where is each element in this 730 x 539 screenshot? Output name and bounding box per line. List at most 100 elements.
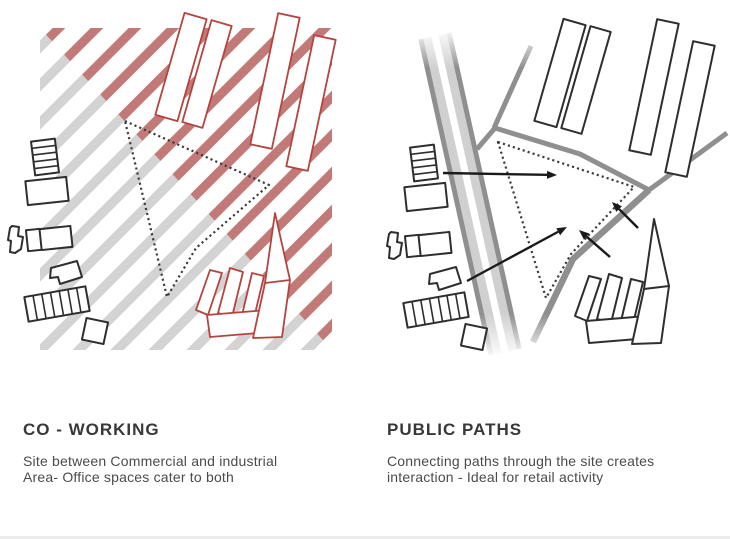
public-paths-site-diagram [386, 17, 729, 356]
building [30, 137, 60, 177]
building-outline [249, 12, 301, 150]
public-paths-title: PUBLIC PATHS [387, 420, 523, 439]
main-road-edge [418, 38, 494, 356]
stripe [262, 280, 332, 350]
arrow-shaft [618, 208, 639, 229]
building [560, 25, 612, 135]
building-outline [417, 230, 453, 258]
building-divider-line [32, 295, 39, 321]
building [386, 231, 403, 260]
building-outline [80, 316, 110, 346]
path-road [491, 44, 534, 130]
arrow-head [546, 170, 557, 179]
arrow-shaft [585, 235, 611, 258]
building-divider-line [58, 290, 65, 316]
arrow-shaft [442, 171, 548, 177]
landmark-buildings-red [154, 11, 337, 339]
building [154, 11, 208, 123]
coworking-desc-line2: Area- Office spaces cater to both [23, 468, 235, 485]
arrow-head [579, 230, 590, 240]
context-buildings [7, 137, 110, 346]
building-outline [409, 143, 439, 183]
access-arrows [442, 170, 639, 283]
context-buildings [386, 143, 489, 352]
building [403, 181, 449, 213]
building [664, 40, 716, 178]
building-floor-line [31, 144, 56, 150]
building [49, 260, 83, 285]
building [409, 143, 439, 183]
building [23, 285, 91, 323]
building-divider-line [419, 299, 426, 325]
building-divider-line [454, 293, 461, 319]
building [417, 230, 453, 258]
path-arrow [442, 170, 557, 179]
building-floor-line [412, 164, 437, 169]
building [7, 225, 24, 254]
building-floor-line [411, 157, 436, 162]
main-road-edge [446, 32, 522, 350]
building-floor-line [33, 158, 58, 163]
building [285, 34, 337, 172]
building-divider-line [428, 298, 435, 324]
building-floor-line [34, 164, 59, 170]
building [38, 224, 74, 252]
landmark-buildings [533, 17, 716, 345]
building-outline [285, 34, 337, 172]
building-divider-line [437, 296, 444, 322]
coworking-title: CO - WORKING [23, 420, 160, 439]
building-outline [533, 17, 587, 129]
building [80, 316, 110, 346]
building-floor-line [32, 151, 57, 156]
path-arrow [579, 230, 611, 258]
building-divider-line [67, 289, 74, 315]
building [631, 218, 670, 345]
building [402, 291, 470, 329]
building [24, 175, 70, 207]
building-outline [560, 25, 612, 135]
building-edge-line [643, 285, 670, 290]
site-boundary-dotted [123, 119, 271, 299]
building-outline [664, 40, 716, 178]
path-road [475, 125, 651, 193]
building-divider-line [40, 293, 47, 319]
public-paths-description: Connecting paths through the site create… [387, 453, 717, 485]
building-divider-line [49, 292, 56, 318]
building-floor-line [413, 170, 438, 176]
building-edge-line [264, 279, 291, 284]
building [628, 18, 680, 156]
building [252, 212, 291, 339]
building-outline [38, 224, 74, 252]
building-outline [154, 11, 208, 123]
stripe [40, 28, 117, 350]
arrow-shaft [466, 230, 559, 283]
building-outline [459, 322, 489, 352]
building-divider-line [75, 287, 82, 313]
building [574, 275, 602, 322]
coworking-desc-line1: Site between Commercial and industrial [23, 453, 278, 469]
path-arrow [466, 227, 567, 283]
building-outline [628, 18, 680, 156]
building-floor-line [410, 150, 435, 156]
stripe [40, 28, 180, 168]
building-outline [23, 285, 91, 323]
arrow-head [612, 202, 622, 212]
diagrams-canvas [7, 11, 729, 356]
building [428, 266, 462, 291]
building [459, 322, 489, 352]
page-bottom-divider [0, 536, 730, 539]
stripe [174, 28, 332, 350]
building-divider-line [446, 295, 453, 321]
building-outline [403, 181, 449, 213]
building-outline [402, 291, 470, 329]
building [181, 19, 233, 129]
public-paths-caption: PUBLIC PATHS Connecting paths through th… [387, 420, 717, 485]
path-arrow [612, 202, 639, 229]
public-paths-desc-line2: interaction - Ideal for retail activity [387, 468, 604, 485]
site-boundary-dotted [496, 140, 636, 300]
building [533, 17, 587, 129]
arrow-head [556, 227, 567, 236]
coworking-caption: CO - WORKING Site between Commercial and… [23, 420, 353, 485]
building [249, 12, 301, 150]
